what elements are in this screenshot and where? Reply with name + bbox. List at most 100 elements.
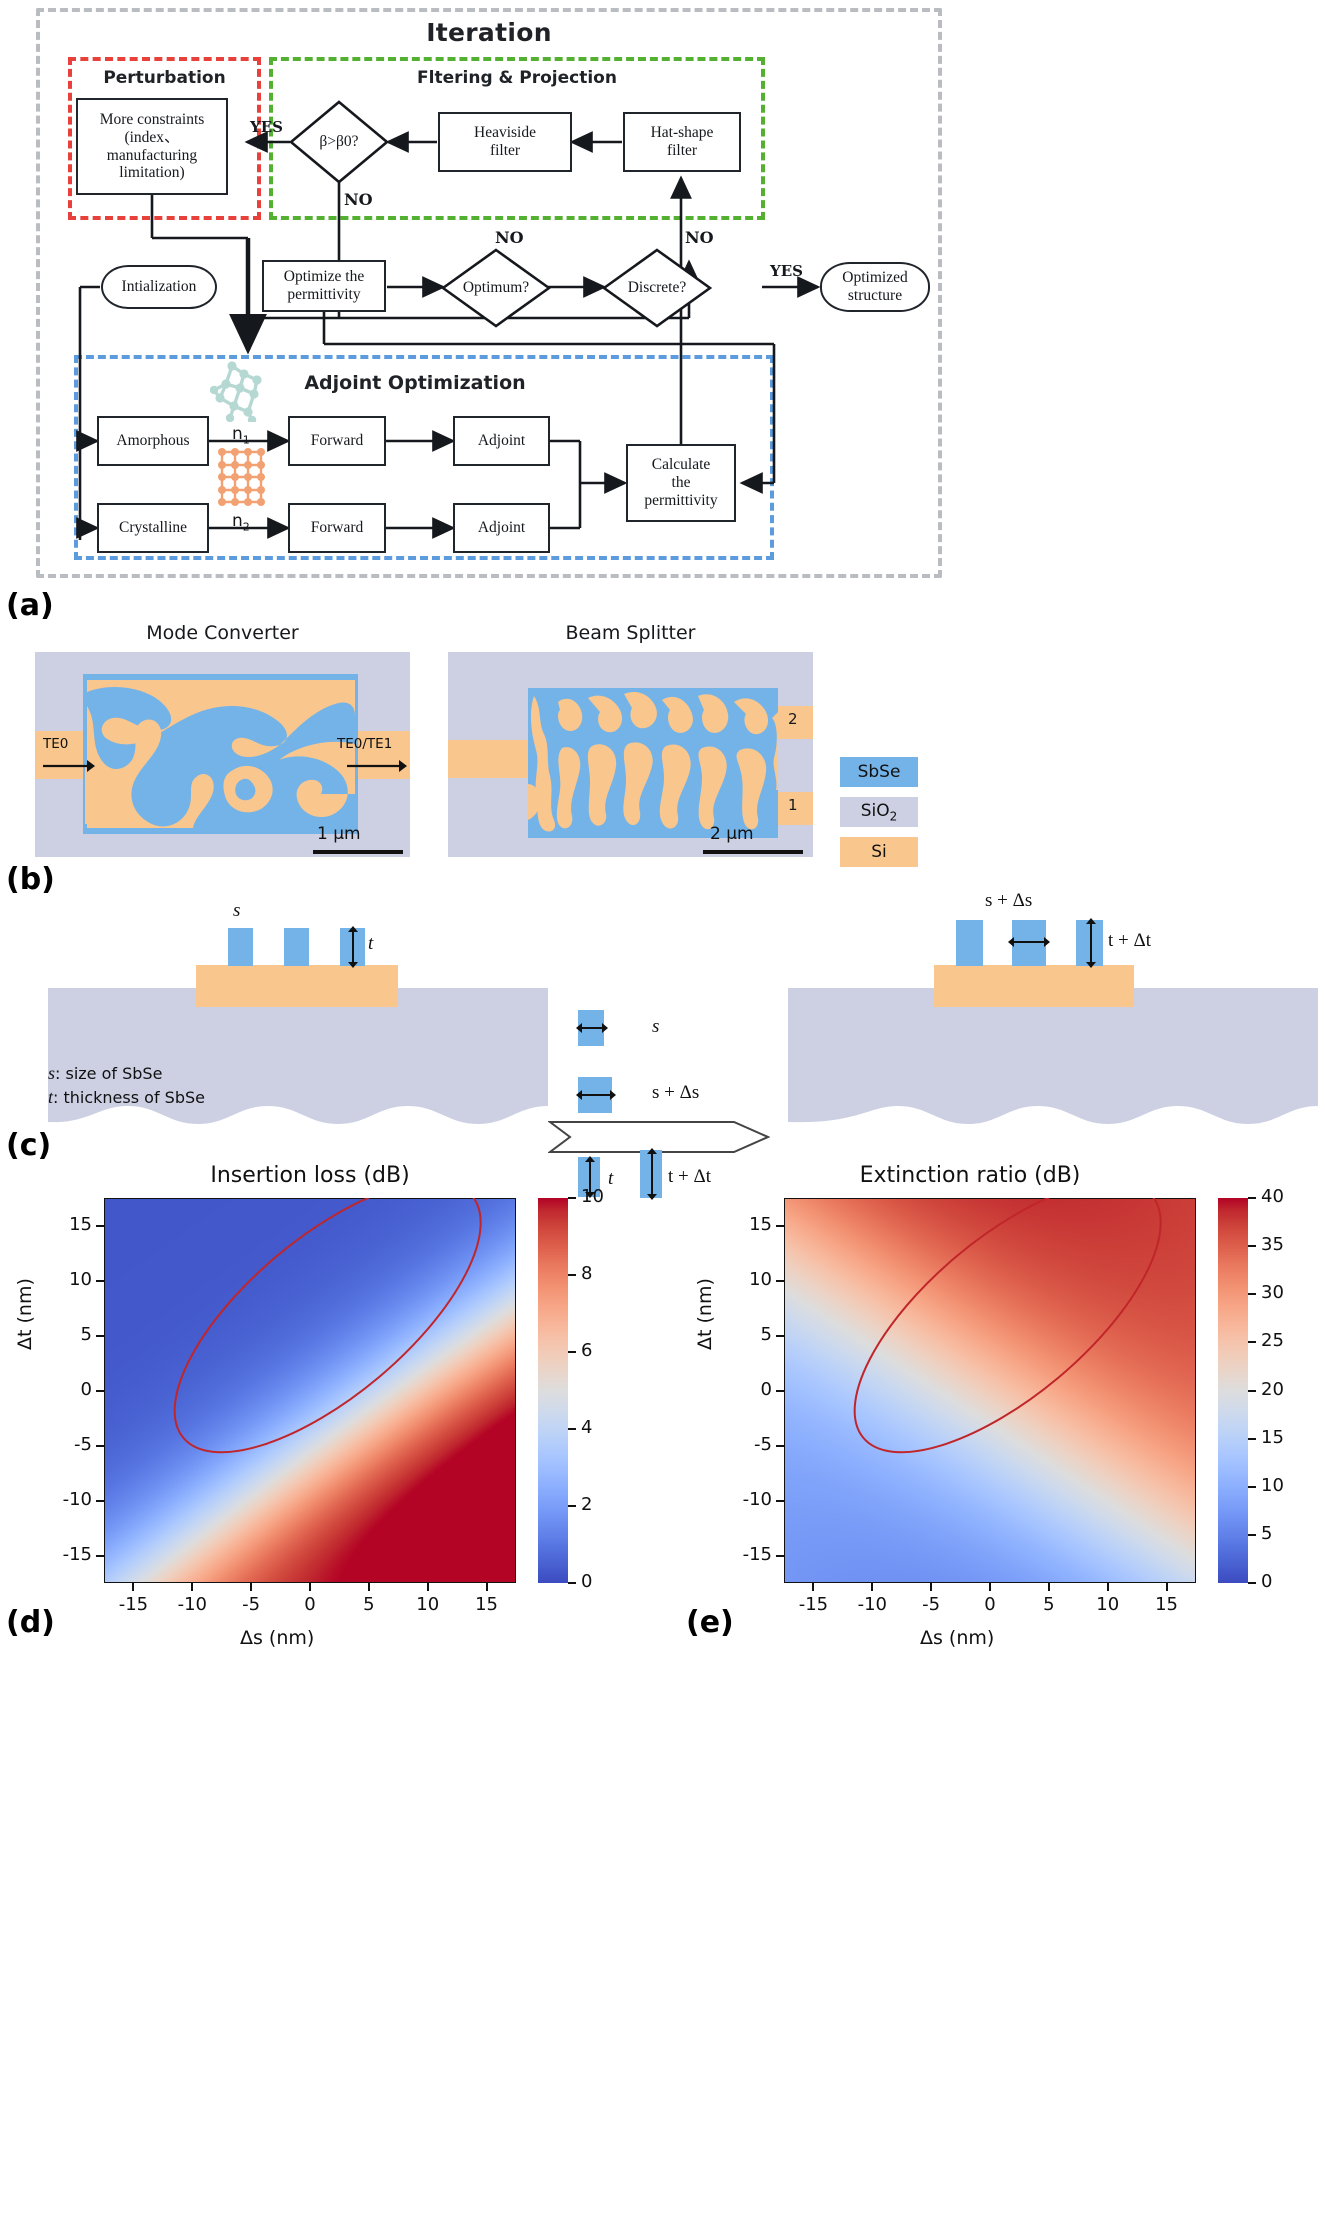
mode-converter-output-label: TE0/TE1 bbox=[337, 736, 393, 752]
heatmap-d-xlabel: Δs (nm) bbox=[240, 1627, 315, 1649]
xtick-mark-3 bbox=[309, 1583, 311, 1591]
cbar-tick-mark-5 bbox=[1248, 1341, 1256, 1344]
explainer-width-arrow-s-delta bbox=[576, 1090, 616, 1100]
beam-splitter-canvas: 2 1 2 µm bbox=[448, 652, 813, 857]
box-heaviside-filter[interactable]: Heaviside filter bbox=[438, 112, 572, 172]
calculate-line-2: the bbox=[671, 474, 691, 492]
iteration-frame bbox=[36, 8, 942, 578]
cbar-tick-mark-2 bbox=[1248, 1485, 1256, 1488]
label-t-delta-right: t + Δt bbox=[1108, 930, 1151, 951]
cbar-tick-label-0: 0 bbox=[581, 1571, 593, 1592]
perturbation-title: Perturbation bbox=[103, 68, 226, 88]
xtick-mark-2 bbox=[250, 1583, 253, 1591]
ytick-mark-5 bbox=[776, 1279, 784, 1282]
optimize-line-1: Optimize the bbox=[283, 268, 365, 286]
cbar-tick-mark-3 bbox=[568, 1351, 576, 1353]
ytick-label-1: -10 bbox=[742, 1488, 772, 1510]
legend-label-sbse: SbSe bbox=[857, 762, 901, 782]
heatmap-e-plot[interactable] bbox=[784, 1198, 1196, 1583]
cbar-tick-label-3: 15 bbox=[1261, 1426, 1284, 1448]
box-adjoint-crystalline[interactable]: Adjoint bbox=[453, 503, 550, 553]
amorphous-network-icon bbox=[210, 361, 262, 422]
sbse-bar-right-3 bbox=[1076, 920, 1103, 966]
ytick-label-6: 15 bbox=[69, 1213, 92, 1235]
heatmap-e-colorbar bbox=[1218, 1198, 1248, 1583]
box-forward-crystalline[interactable]: Forward bbox=[288, 503, 386, 553]
ytick-mark-3 bbox=[776, 1389, 784, 1392]
heatmap-d-plot[interactable] bbox=[104, 1198, 516, 1583]
box-hat-shape-filter[interactable]: Hat-shape filter bbox=[623, 112, 741, 172]
xtick-mark-5 bbox=[1106, 1583, 1109, 1591]
beam-splitter-scale-bar bbox=[703, 850, 803, 854]
cbar-tick-label-7: 35 bbox=[1261, 1234, 1284, 1256]
box-calculate-permittivity[interactable]: Calculate the permittivity bbox=[626, 444, 736, 522]
cbar-tick-mark-0 bbox=[568, 1582, 576, 1584]
ytick-mark-0 bbox=[96, 1554, 104, 1557]
explainer-label-t: t bbox=[608, 1168, 614, 1189]
explainer-thickness-arrow-t-delta bbox=[647, 1148, 657, 1200]
xtick-label-2: -5 bbox=[922, 1594, 941, 1615]
box-more-constraints[interactable]: More constraints (index、 manufacturing l… bbox=[76, 98, 228, 195]
ytick-label-5: 10 bbox=[749, 1268, 772, 1290]
panel-c-cross-sections: s t s s + Δs t bbox=[0, 880, 1325, 1200]
mode-converter-title: Mode Converter bbox=[146, 622, 299, 644]
terminator-initialization[interactable]: Intialization bbox=[101, 265, 217, 309]
ytick-label-0: -15 bbox=[62, 1543, 92, 1565]
panel-b-devices: Mode Converter Beam Splitter TE0 TE0/TE1… bbox=[0, 600, 1325, 897]
legend-swatch-sio2: SiO2 bbox=[840, 797, 918, 827]
heaviside-line-2: filter bbox=[489, 142, 521, 159]
thickness-arrow-right bbox=[1086, 918, 1096, 968]
caption-s-definition: s: size of SbSe bbox=[48, 1063, 163, 1083]
refractive-index-n1: n1 bbox=[232, 424, 250, 447]
panel-letter-c: (c) bbox=[6, 1128, 52, 1163]
label-s-delta-right: s + Δs bbox=[985, 890, 1033, 911]
ytick-label-2: -5 bbox=[754, 1433, 772, 1455]
mode-converter-scale-label: 1 µm bbox=[317, 824, 361, 844]
more-constraints-line-1: More constraints bbox=[99, 110, 205, 128]
beam-splitter-input-waveguide bbox=[448, 740, 528, 778]
cbar-tick-mark-1 bbox=[1248, 1533, 1256, 1536]
xtick-mark-6 bbox=[1165, 1583, 1168, 1591]
beam-splitter-design-region bbox=[528, 688, 778, 838]
label-t-left: t bbox=[368, 933, 374, 954]
xtick-mark-3 bbox=[989, 1583, 991, 1591]
box-crystalline[interactable]: Crystalline bbox=[97, 503, 209, 553]
ytick-mark-4 bbox=[96, 1334, 104, 1337]
legend-swatch-sbse: SbSe bbox=[840, 757, 918, 787]
cbar-tick-mark-6 bbox=[1248, 1293, 1256, 1296]
ytick-label-3: 0 bbox=[80, 1378, 92, 1400]
box-amorphous[interactable]: Amorphous bbox=[97, 416, 209, 466]
optimized-structure-line-1: Optimized bbox=[842, 269, 908, 286]
ytick-label-6: 15 bbox=[749, 1213, 772, 1235]
decision-beta-threshold[interactable]: β>β0? bbox=[289, 100, 389, 184]
decision-discrete[interactable]: Discrete? bbox=[602, 248, 712, 328]
cbar-tick-label-8: 40 bbox=[1261, 1186, 1284, 1207]
beam-splitter-scale-label: 2 µm bbox=[710, 824, 754, 844]
box-forward-amorphous[interactable]: Forward bbox=[288, 416, 386, 466]
thickness-arrow-left bbox=[348, 926, 358, 968]
box-adjoint-amorphous[interactable]: Adjoint bbox=[453, 416, 550, 466]
si-layer-left bbox=[196, 965, 398, 1007]
cbar-tick-label-4: 8 bbox=[581, 1263, 593, 1284]
cbar-tick-label-1: 5 bbox=[1261, 1522, 1273, 1544]
mode-converter-design-region bbox=[83, 674, 358, 834]
ytick-mark-0 bbox=[776, 1554, 784, 1557]
decision-optimum[interactable]: Optimum? bbox=[441, 248, 551, 328]
edge-label-no-discrete: NO bbox=[685, 228, 714, 247]
panel-letter-a: (a) bbox=[6, 588, 54, 623]
terminator-optimized-structure[interactable]: Optimized structure bbox=[820, 262, 930, 312]
cbar-tick-mark-4 bbox=[568, 1274, 576, 1276]
ytick-mark-3 bbox=[96, 1389, 104, 1392]
xtick-label-0: -15 bbox=[118, 1594, 149, 1615]
adjoint-optimization-frame bbox=[74, 355, 774, 560]
edge-label-yes-discrete: YES bbox=[770, 262, 803, 280]
xtick-label-5: 10 bbox=[416, 1594, 440, 1615]
xtick-mark-1 bbox=[191, 1583, 194, 1591]
beam-splitter-output-port-2 bbox=[773, 706, 813, 739]
xtick-label-0: -15 bbox=[798, 1594, 829, 1615]
more-constraints-line-4: limitation) bbox=[119, 164, 185, 182]
xtick-mark-6 bbox=[485, 1583, 488, 1591]
explainer-label-s-delta: s + Δs bbox=[652, 1082, 700, 1103]
ytick-mark-4 bbox=[776, 1334, 784, 1337]
box-optimize-permittivity[interactable]: Optimize the permittivity bbox=[262, 260, 386, 312]
